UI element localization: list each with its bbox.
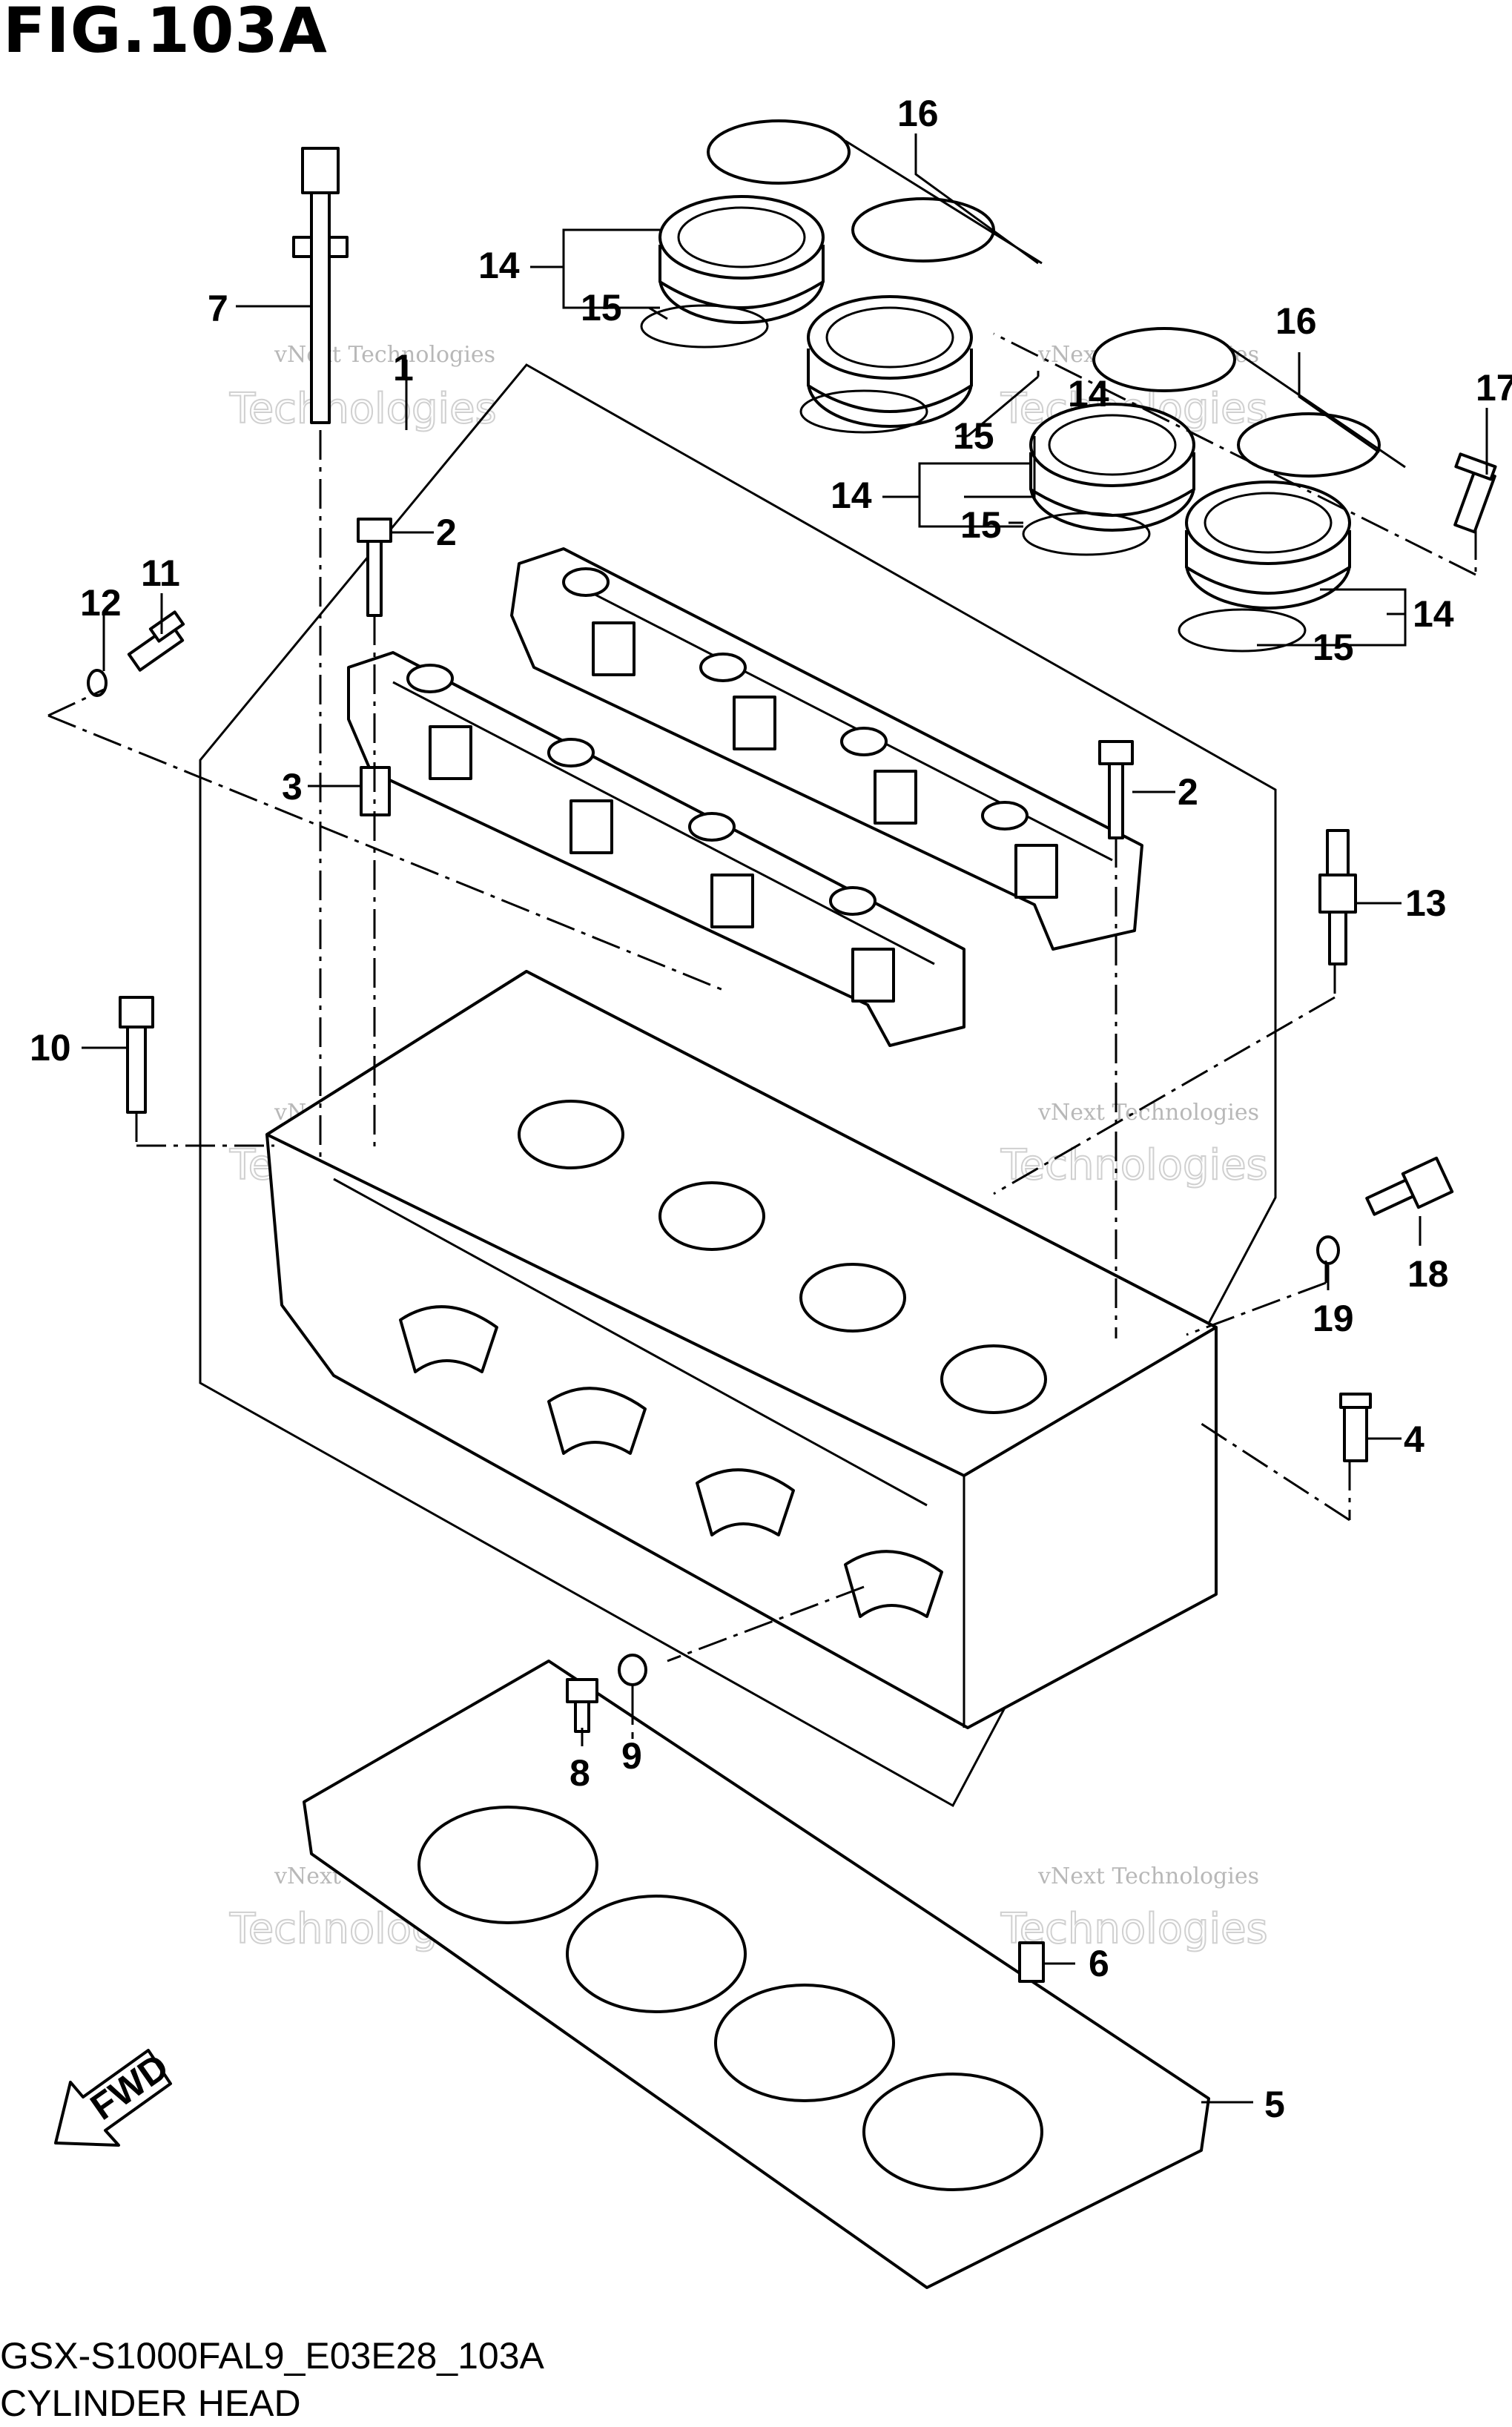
callout-14: 14 xyxy=(1068,373,1109,415)
figure-title: FIG.103A xyxy=(3,0,328,67)
hose-clamp xyxy=(851,197,995,262)
screw xyxy=(1453,452,1497,534)
spark-plug xyxy=(1318,829,1357,965)
guide-pin xyxy=(1339,1393,1372,1462)
o-ring xyxy=(640,304,769,349)
callout-2: 2 xyxy=(1178,771,1198,813)
callout-15: 15 xyxy=(960,504,1002,546)
head-gasket xyxy=(303,1660,1210,2289)
callout-17: 17 xyxy=(1476,367,1512,409)
leader-lines xyxy=(82,133,1488,2104)
intake-boot xyxy=(658,195,825,324)
callout-10: 10 xyxy=(30,1027,71,1069)
camshaft-holder-upper xyxy=(510,547,1143,951)
callout-2: 2 xyxy=(436,512,457,553)
camshaft-holder-lower xyxy=(347,651,965,1047)
callout-5: 5 xyxy=(1264,2084,1285,2125)
washer xyxy=(87,669,108,697)
callout-3: 3 xyxy=(282,766,303,808)
temperature-sensor xyxy=(1365,1156,1454,1216)
callout-4: 4 xyxy=(1404,1419,1424,1460)
callout-15: 15 xyxy=(1313,627,1354,668)
figure-code: GSX-S1000FAL9_E03E28_103A xyxy=(0,2335,544,2377)
callout-18: 18 xyxy=(1407,1253,1449,1295)
callout-6: 6 xyxy=(1089,1943,1109,1984)
callout-11: 11 xyxy=(141,552,180,594)
cylinder-head-bolt xyxy=(292,147,349,424)
watermark-text: Technologies xyxy=(229,385,497,433)
callout-8: 8 xyxy=(570,1752,590,1794)
intake-boot xyxy=(1029,403,1195,532)
camshaft-holder-bolt xyxy=(1098,740,1134,839)
washer xyxy=(618,1654,647,1686)
watermark-text: vNext Technologies xyxy=(274,342,495,368)
callout-7: 7 xyxy=(208,288,228,329)
callout-1: 1 xyxy=(393,347,414,389)
cylinder-head xyxy=(265,970,1218,1729)
figure-name: CYLINDER HEAD xyxy=(0,2383,301,2424)
callout-19: 19 xyxy=(1313,1298,1354,1339)
callout-15: 15 xyxy=(953,415,994,457)
dowel-pin xyxy=(1018,1941,1045,1983)
o-ring xyxy=(799,389,928,434)
hose-clamp xyxy=(707,119,851,185)
watermark-text: vNext Technologies xyxy=(1037,1863,1259,1889)
o-ring xyxy=(1178,608,1307,653)
o-ring xyxy=(1022,512,1151,556)
o-ring xyxy=(1316,1235,1340,1265)
callout-16: 16 xyxy=(897,93,939,134)
fwd-arrow: FWD xyxy=(54,2046,176,2147)
intake-boot xyxy=(807,295,973,428)
hose-clamp xyxy=(1237,412,1381,478)
assembly-boundary xyxy=(199,363,1277,1808)
callout-14: 14 xyxy=(1413,593,1454,635)
callout-labels: 16 16 17 14 15 14 15 14 15 14 15 7 1 2 2… xyxy=(30,93,1512,2125)
callout-16: 16 xyxy=(1275,300,1317,342)
callout-9: 9 xyxy=(621,1735,642,1777)
callout-13: 13 xyxy=(1405,882,1447,924)
callout-15: 15 xyxy=(581,287,622,328)
watermark-text: Technologies xyxy=(1000,1141,1268,1189)
side-bolt xyxy=(119,996,154,1114)
callout-14: 14 xyxy=(831,475,872,516)
callout-12: 12 xyxy=(80,582,122,624)
intake-boot-group xyxy=(640,119,1406,653)
intake-boot xyxy=(1185,481,1351,610)
oil-jet xyxy=(127,610,185,672)
callout-14: 14 xyxy=(478,245,520,286)
camshaft-holder-bolt xyxy=(357,518,392,617)
hose-clamp xyxy=(1092,327,1236,392)
